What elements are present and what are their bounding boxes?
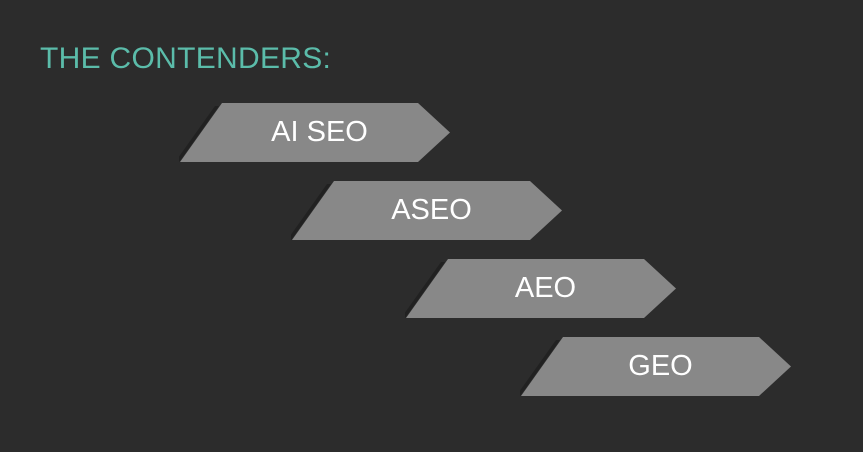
chevron-ai-seo: AI SEO (179, 103, 451, 163)
page-title: THE CONTENDERS: (40, 42, 332, 75)
chevron-label: GEO (628, 350, 693, 382)
chevron-label: AEO (514, 272, 577, 304)
chevron-label: AI SEO (271, 116, 368, 148)
chevron-aeo: AEO (405, 259, 677, 319)
chevron-geo: GEO (520, 337, 792, 397)
chevron-aseo: ASEO (291, 181, 563, 241)
chevron-label: ASEO (391, 194, 472, 226)
